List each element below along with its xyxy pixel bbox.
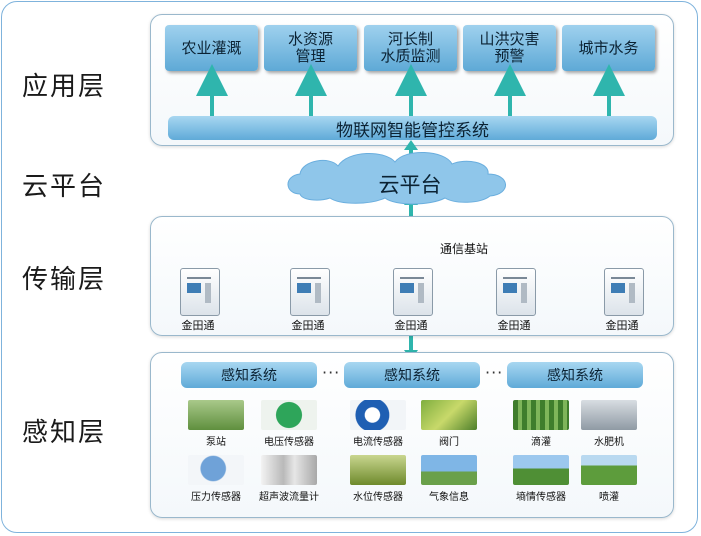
app-river-chief-water-quality: 河长制 水质监测 xyxy=(364,25,457,71)
device-label: 金田通 xyxy=(394,319,428,332)
valve-image xyxy=(421,400,477,430)
device-icon xyxy=(604,268,644,316)
pressure-sensor-image xyxy=(188,455,244,485)
ellipsis-1: ··· xyxy=(322,363,341,382)
fertigation-machine-image xyxy=(581,400,637,430)
iot-management-system-bar: 物联网智能管控系统 xyxy=(168,116,657,141)
soil-moisture-sensor-image xyxy=(513,455,569,485)
device-2: 金田通 xyxy=(278,268,338,334)
device-label: 金田通 xyxy=(291,319,325,332)
base-station-label: 通信基站 xyxy=(440,242,489,256)
weather-image xyxy=(421,455,477,485)
app-urban-water-affairs: 城市水务 xyxy=(562,25,655,71)
device-5: 金田通 xyxy=(592,268,652,334)
device-icon xyxy=(496,268,536,316)
water-level-sensor-image xyxy=(350,455,406,485)
drip-irrigation-image xyxy=(513,400,569,430)
device-1: 金田通 xyxy=(168,268,228,334)
layer-label-application: 应用层 xyxy=(22,72,107,102)
layer-label-transmission: 传输层 xyxy=(22,265,107,295)
app-flood-warning: 山洪灾害 预警 xyxy=(463,25,556,71)
cloud-shape xyxy=(287,151,506,205)
cloud-platform-label: 云平台 xyxy=(378,173,442,197)
pump-station-image xyxy=(188,400,244,430)
voltage-sensor-image xyxy=(261,400,317,430)
perception-system-3: 感知系统 xyxy=(507,362,643,388)
app-water-resource-management: 水资源 管理 xyxy=(264,25,357,71)
device-icon xyxy=(393,268,433,316)
device-icon xyxy=(180,268,220,316)
sprinkler-irrigation-image xyxy=(581,455,637,485)
layer-label-cloud: 云平台 xyxy=(22,172,107,202)
device-3: 金田通 xyxy=(381,268,441,334)
device-label: 金田通 xyxy=(497,319,531,332)
perception-system-1: 感知系统 xyxy=(181,362,317,388)
perception-system-2: 感知系统 xyxy=(344,362,480,388)
layer-label-perception: 感知层 xyxy=(22,418,107,448)
current-sensor-image xyxy=(350,400,406,430)
device-label: 金田通 xyxy=(181,319,215,332)
device-label: 金田通 xyxy=(605,319,639,332)
device-icon xyxy=(290,268,330,316)
app-agricultural-irrigation: 农业灌溉 xyxy=(165,25,258,71)
ellipsis-2: ··· xyxy=(485,363,504,382)
ultrasonic-flowmeter-image xyxy=(261,455,317,485)
device-4: 金田通 xyxy=(484,268,544,334)
